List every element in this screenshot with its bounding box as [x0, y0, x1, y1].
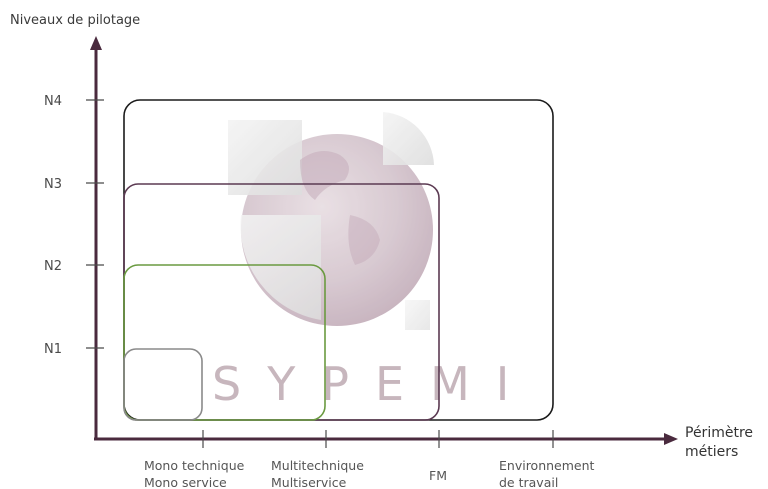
scope-box-n2	[123, 264, 326, 421]
x-category-4-line1: Environnement	[499, 458, 595, 473]
x-ticks	[202, 430, 554, 448]
y-axis	[90, 36, 102, 440]
x-axis-title-line1: Périmètre	[685, 425, 753, 441]
y-axis-title: Niveaux de pilotage	[10, 13, 140, 28]
x-category-2-line1: Multitechnique	[271, 458, 364, 473]
y-level-n4: N4	[44, 94, 62, 109]
y-level-n3: N3	[44, 177, 62, 192]
x-axis	[94, 433, 678, 445]
x-category-1-line2: Mono service	[144, 475, 227, 489]
x-category-1-line1: Mono technique	[144, 458, 245, 473]
watermark-text: SYPEMI	[212, 357, 535, 411]
x-category-3-line1: FM	[429, 468, 447, 483]
watermark-globe	[228, 112, 434, 330]
x-category-2-line2: Multiservice	[271, 475, 347, 489]
x-category-4-line2: de travail	[499, 475, 558, 489]
x-axis-title-line2: métiers	[685, 444, 738, 460]
y-level-n1: N1	[44, 342, 62, 357]
y-ticks	[86, 99, 104, 349]
y-level-n2: N2	[44, 259, 62, 274]
scope-box-n1	[123, 348, 203, 421]
